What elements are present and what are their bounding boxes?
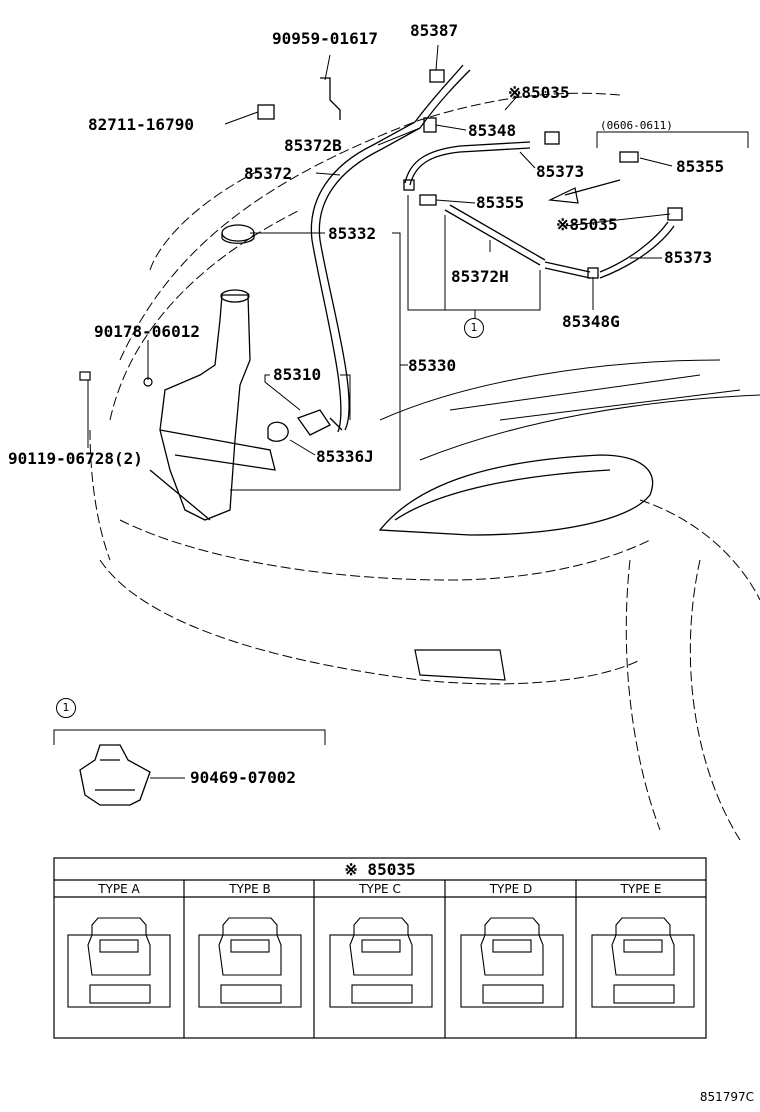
type-table	[53, 857, 707, 1039]
callout-82711-16790: 82711-16790	[88, 115, 194, 134]
callout-85373-top: 85373	[536, 162, 585, 181]
clip-90469	[79, 744, 151, 806]
callout-85355-mid: 85355	[476, 193, 525, 212]
callout-85355-right: 85355	[676, 157, 725, 176]
flow-arrow	[547, 179, 621, 204]
callout-85372B: 85372B	[284, 136, 342, 155]
callout-85332: 85332	[328, 224, 377, 243]
leader-lines	[87, 44, 673, 779]
callout-85387: 85387	[410, 21, 459, 40]
fog-lamp	[414, 649, 506, 681]
callout-85348: 85348	[468, 121, 517, 140]
type-d-header: TYPE D	[489, 882, 533, 896]
callout-90178-06012: 90178-06012	[94, 322, 200, 341]
callout-85348G: 85348G	[562, 312, 620, 331]
type-e-header: TYPE E	[620, 882, 662, 896]
hoses	[310, 64, 675, 433]
callout-90119-06728: 90119-06728(2)	[8, 449, 143, 468]
circle-ref-main: 1	[464, 318, 484, 338]
connector-sketches	[67, 917, 695, 1008]
callout-85310: 85310	[273, 365, 322, 384]
type-a-header: TYPE A	[98, 882, 140, 896]
washer-tank	[149, 289, 276, 521]
callout-85035-mid: ※85035	[556, 215, 618, 234]
tank-cap	[221, 224, 255, 244]
type-b-header: TYPE B	[229, 882, 271, 896]
callout-90959-01617: 90959-01617	[272, 29, 378, 48]
headlight	[378, 454, 654, 536]
car-body-outline	[89, 92, 760, 841]
table-title: ※ 85035	[344, 860, 416, 879]
date-range-bracket	[596, 131, 749, 148]
date-range-label: (0606-0611)	[600, 119, 673, 132]
washer-pump	[267, 409, 343, 442]
callout-85372H: 85372H	[451, 267, 509, 286]
callout-85373-right: 85373	[664, 248, 713, 267]
bolts	[79, 371, 153, 387]
callout-90469-07002: 90469-07002	[190, 768, 296, 787]
callout-85330: 85330	[408, 356, 457, 375]
inset-bracket	[53, 729, 326, 745]
hood-lines	[379, 359, 760, 461]
figure-id: 851797C	[699, 1090, 754, 1104]
callout-85372: 85372	[244, 164, 293, 183]
nozzles-and-clips	[257, 69, 683, 279]
type-c-header: TYPE C	[359, 882, 401, 896]
circle-ref-inset: 1	[56, 698, 76, 718]
callout-85336J: 85336J	[316, 447, 374, 466]
callout-85035-top: ※85035	[508, 83, 570, 102]
